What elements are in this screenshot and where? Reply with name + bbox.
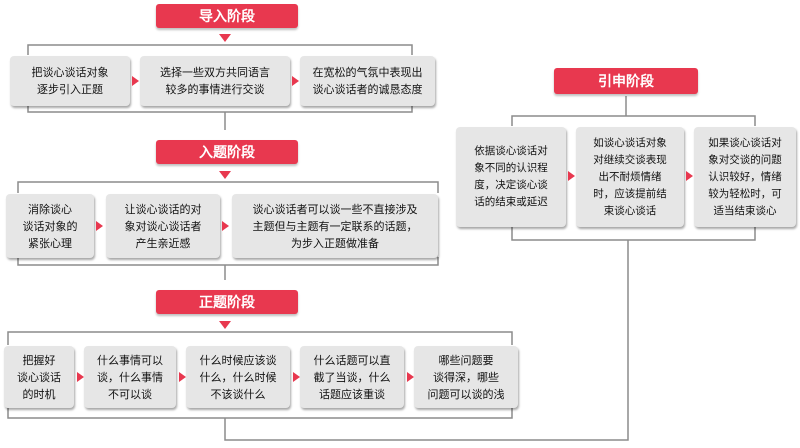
arrow-right-icon <box>292 76 299 86</box>
step-text: 什么话题可以直 截了当谈，什么 话题应该重谈 <box>313 353 391 401</box>
step-text: 如谈心谈话对象 对继续交谈表现 出不耐烦情绪 时，应该提前结 束谈心谈话 <box>593 136 667 217</box>
step-box: 谈心谈话者可以谈一些不直接涉及 主题但与主题有一定联系的话题， 为步入正题做准备 <box>232 194 438 258</box>
step-text: 哪些问题要 谈得深，哪些 问题可以谈的浅 <box>427 353 505 401</box>
step-box: 消除谈心 谈话对象的 紧张心理 <box>6 194 94 258</box>
step-box: 依据谈心谈话对 象不同的认识程 度，决定谈心谈 话的结束或延迟 <box>456 127 566 227</box>
step-box: 什么事情可以 谈，什么事情 不可以谈 <box>84 346 176 408</box>
step-box: 什么话题可以直 截了当谈，什么 话题应该重谈 <box>300 346 404 408</box>
step-text: 在宽松的气氛中表现出 谈心谈话者的诚恳态度 <box>312 66 423 96</box>
arrow-right-icon <box>568 171 575 181</box>
arrow-right-icon <box>686 171 693 181</box>
step-text: 依据谈心谈话对 象不同的认识程 度，决定谈心谈 话的结束或延迟 <box>474 145 548 208</box>
step-box: 把谈心谈话对象 逐步引入正题 <box>10 56 130 106</box>
step-text: 消除谈心 谈话对象的 紧张心理 <box>22 202 78 250</box>
stage-title-approach: 入题阶段 <box>156 140 298 164</box>
step-box: 哪些问题要 谈得深，哪些 问题可以谈的浅 <box>414 346 518 408</box>
step-text: 如果谈心谈话对 象对交谈的问题 认识较好，情绪 较为轻松时，可 适当结束谈心 <box>708 136 782 217</box>
step-text: 把握好 谈心谈话 的时机 <box>17 353 61 401</box>
step-text: 让谈心谈话的对 象对谈心谈话者 产生亲近感 <box>124 202 202 250</box>
stage-title-main: 正题阶段 <box>156 290 298 314</box>
arrow-right-icon <box>96 221 103 231</box>
stage-title-extension: 引申阶段 <box>554 68 698 94</box>
arrow-down-icon <box>219 321 231 329</box>
arrow-right-icon <box>179 372 186 382</box>
step-text: 选择一些双方共同语言 较多的事情进行交谈 <box>160 66 270 96</box>
arrow-down-icon <box>219 34 231 42</box>
step-box: 什么时候应该谈 什么，什么时候 不该谈什么 <box>186 346 290 408</box>
arrow-right-icon <box>77 372 84 382</box>
step-box: 如果谈心谈话对 象对交谈的问题 认识较好，情绪 较为轻松时，可 适当结束谈心 <box>694 127 796 227</box>
step-box: 如谈心谈话对象 对继续交谈表现 出不耐烦情绪 时，应该提前结 束谈心谈话 <box>576 127 684 227</box>
arrow-right-icon <box>293 372 300 382</box>
stage-title-intro: 导入阶段 <box>156 4 298 28</box>
arrow-right-icon <box>407 372 414 382</box>
step-text: 把谈心谈话对象 逐步引入正题 <box>31 66 109 96</box>
step-box: 让谈心谈话的对 象对谈心谈话者 产生亲近感 <box>106 194 220 258</box>
step-box: 在宽松的气氛中表现出 谈心谈话者的诚恳态度 <box>300 56 435 106</box>
step-box: 选择一些双方共同语言 较多的事情进行交谈 <box>140 56 290 106</box>
step-text: 什么事情可以 谈，什么事情 不可以谈 <box>97 353 163 401</box>
arrow-right-icon <box>222 221 229 231</box>
arrow-down-icon <box>219 171 231 179</box>
step-text: 谈心谈话者可以谈一些不直接涉及 主题但与主题有一定联系的话题， 为步入正题做准备 <box>252 202 418 250</box>
arrow-right-icon <box>132 76 139 86</box>
step-text: 什么时候应该谈 什么，什么时候 不该谈什么 <box>199 353 277 401</box>
step-box: 把握好 谈心谈话 的时机 <box>4 346 74 408</box>
